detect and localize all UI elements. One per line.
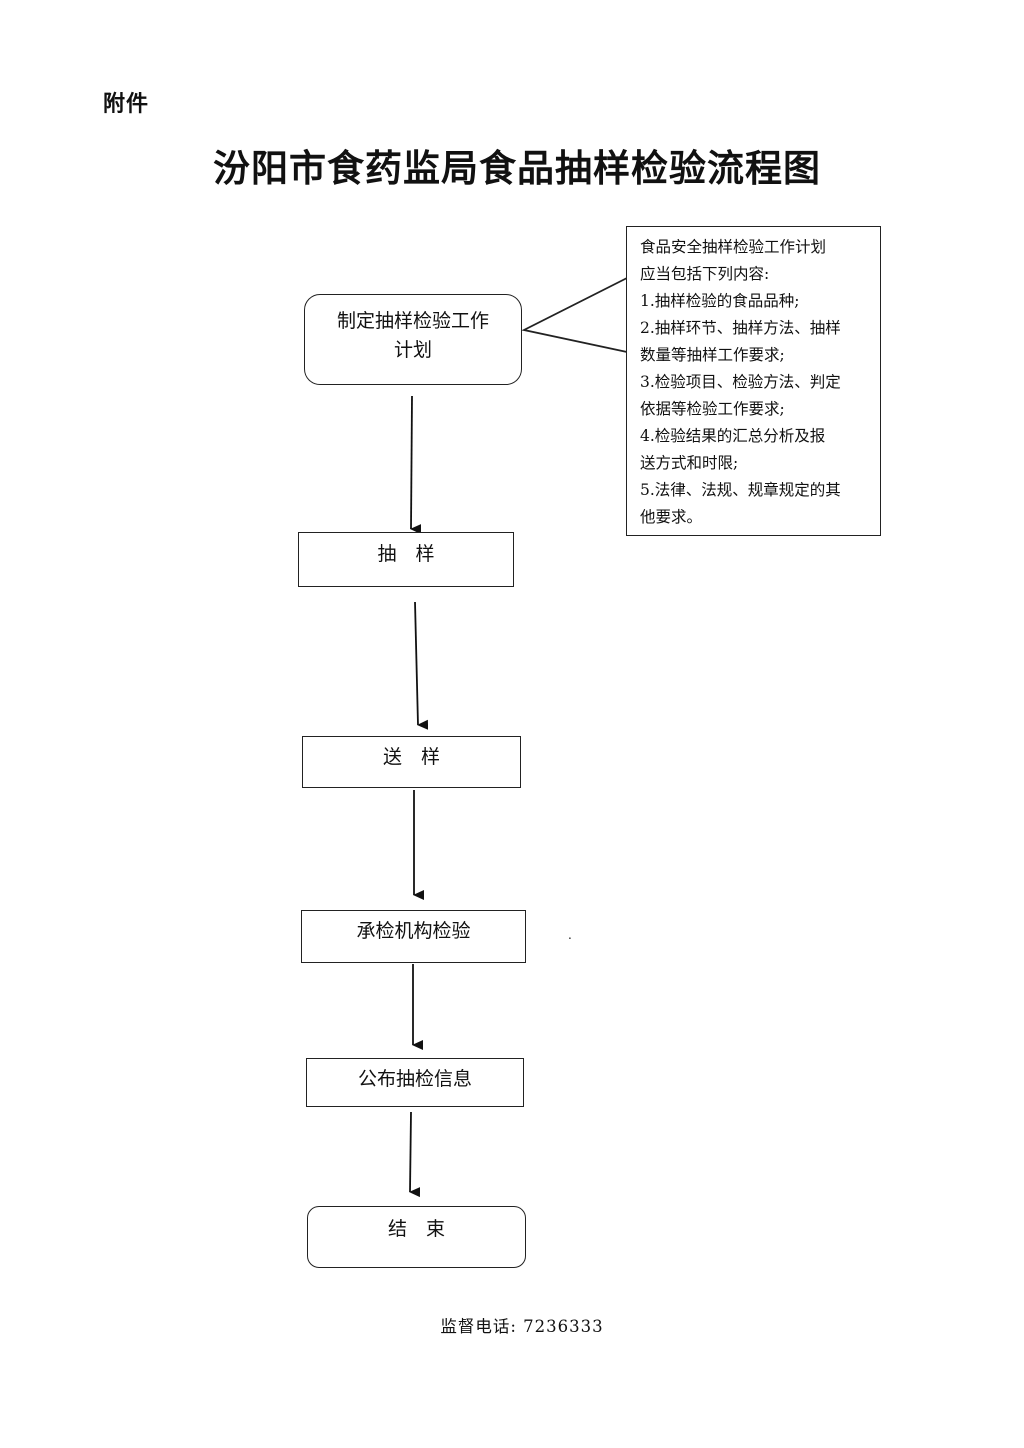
arrow-plan-to-sampling [410, 395, 422, 535]
step-publish-label: 公布抽检信息 [357, 1068, 472, 1090]
callout-pointer [521, 277, 628, 353]
step-sending-box: 送 样 [302, 736, 521, 788]
page-title: 汾阳市食药监局食品抽样检验流程图 [213, 147, 821, 190]
step-publish-box: 公布抽检信息 [306, 1058, 524, 1107]
attachment-label: 附件 [103, 92, 150, 117]
supervision-phone: 监督电话: 7236333 [440, 1317, 604, 1336]
arrow-sampling-to-sending [414, 601, 429, 730]
stray-mark: . [568, 928, 572, 942]
step-plan-box: 制定抽样检验工作 计划 [304, 294, 522, 385]
step-sampling-box: 抽 样 [298, 532, 514, 587]
step-sending-label: 送 样 [382, 746, 440, 768]
step-testing-label: 承检机构检验 [356, 920, 471, 942]
step-end-box: 结 束 [307, 1206, 526, 1268]
plan-contents-note: 食品安全抽样检验工作计划 应当包括下列内容: 1.抽样检验的食品品种; 2.抽样… [626, 226, 881, 536]
step-plan-label: 制定抽样检验工作 计划 [336, 310, 489, 361]
step-testing-box: 承检机构检验 [301, 910, 526, 963]
step-end-label: 结 束 [387, 1218, 445, 1240]
arrow-publish-to-end [409, 1111, 421, 1198]
step-sampling-label: 抽 样 [377, 543, 435, 565]
